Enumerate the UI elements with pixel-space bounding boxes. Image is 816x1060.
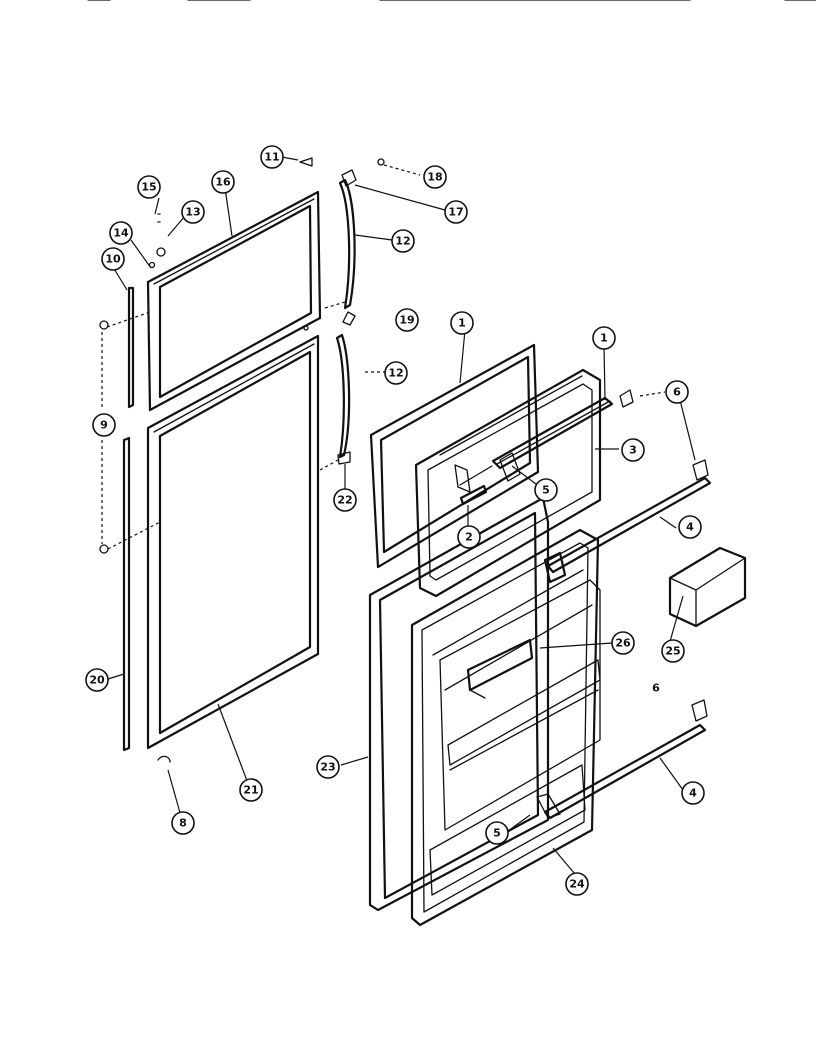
callout-21: 21 [239,778,263,802]
lower-hinge-bar [335,311,356,465]
callout-17: 17 [444,200,468,224]
freezer-inner-gasket [369,343,540,569]
callout-6-upper: 6 [665,380,689,404]
svg-text:4: 4 [689,787,697,800]
callout-1-right: 1 [592,326,616,350]
svg-text:19: 19 [399,314,414,327]
callout-14: 14 [109,221,133,245]
svg-text:5: 5 [542,484,550,497]
svg-text:1: 1 [600,332,608,345]
callout-23: 23 [316,755,340,779]
callout-4-lower: 4 [681,781,705,805]
screws-and-plugs [99,157,385,763]
callout-13: 13 [181,200,205,224]
callout-15: 15 [137,175,161,199]
svg-text:22: 22 [337,494,352,507]
svg-text:1: 1 [458,317,466,330]
svg-text:12: 12 [388,367,403,380]
svg-text:5: 5 [493,827,501,840]
callout-18: 18 [423,165,447,189]
lower-shelf-rail [536,699,708,820]
svg-text:21: 21 [243,784,258,797]
freezer-door-liner [414,368,611,598]
callout-26: 26 [611,631,635,655]
svg-text:10: 10 [105,253,121,266]
callout-25: 25 [661,639,685,663]
callout-24: 24 [565,872,589,896]
svg-text:23: 23 [320,761,335,774]
svg-text:13: 13 [185,206,200,219]
svg-text:20: 20 [89,674,105,687]
svg-text:16: 16 [215,176,231,189]
svg-text:4: 4 [686,521,694,534]
svg-text:12: 12 [395,235,410,248]
svg-text:9: 9 [100,419,108,432]
upper-hinge-bar [338,169,357,310]
svg-text:17: 17 [448,206,463,219]
callout-22: 22 [333,488,357,512]
shelf-clip-upper [543,551,567,584]
svg-text:25: 25 [665,645,680,658]
callout-19: 19 [395,308,419,332]
svg-text:6: 6 [673,386,681,399]
upper-shelf-rail [546,389,712,574]
svg-text:18: 18 [427,171,442,184]
lower-trim-strip [122,436,131,752]
callout-3: 3 [621,438,645,462]
callout-2: 2 [457,525,481,549]
callout-11: 11 [260,145,284,169]
upper-trim-strip [127,286,135,409]
callout-4-upper: 4 [678,515,702,539]
callout-1-left: 1 [450,311,474,335]
dairy-shelf-insert [466,638,534,699]
storage-compartment [668,546,747,628]
svg-text:3: 3 [629,444,637,457]
svg-text:8: 8 [179,817,187,830]
callout-20: 20 [85,668,109,692]
callout-9: 9 [92,413,116,437]
small-bracket [459,484,488,506]
svg-text:15: 15 [141,181,156,194]
callout-6-lower: 6 [652,682,660,695]
fresh-food-door-gasket [146,334,320,750]
svg-text:2: 2 [465,531,473,544]
freezer-shelf-bar [459,396,614,486]
svg-text:26: 26 [615,637,631,650]
svg-text:14: 14 [113,227,129,240]
freezer-door-gasket [146,190,322,412]
svg-text:11: 11 [264,151,279,164]
callout-12-lower: 12 [384,361,408,385]
callout-5-upper: 5 [534,478,558,502]
svg-text:6: 6 [652,682,660,695]
callout-16: 16 [211,170,235,194]
callout-8: 8 [171,811,195,835]
callout-5-lower: 5 [485,821,509,845]
svg-text:24: 24 [569,878,585,891]
fresh-food-door-liner [410,528,601,927]
callout-10: 10 [101,247,125,271]
leader-lines [101,156,696,881]
callout-12-upper: 12 [391,229,415,253]
